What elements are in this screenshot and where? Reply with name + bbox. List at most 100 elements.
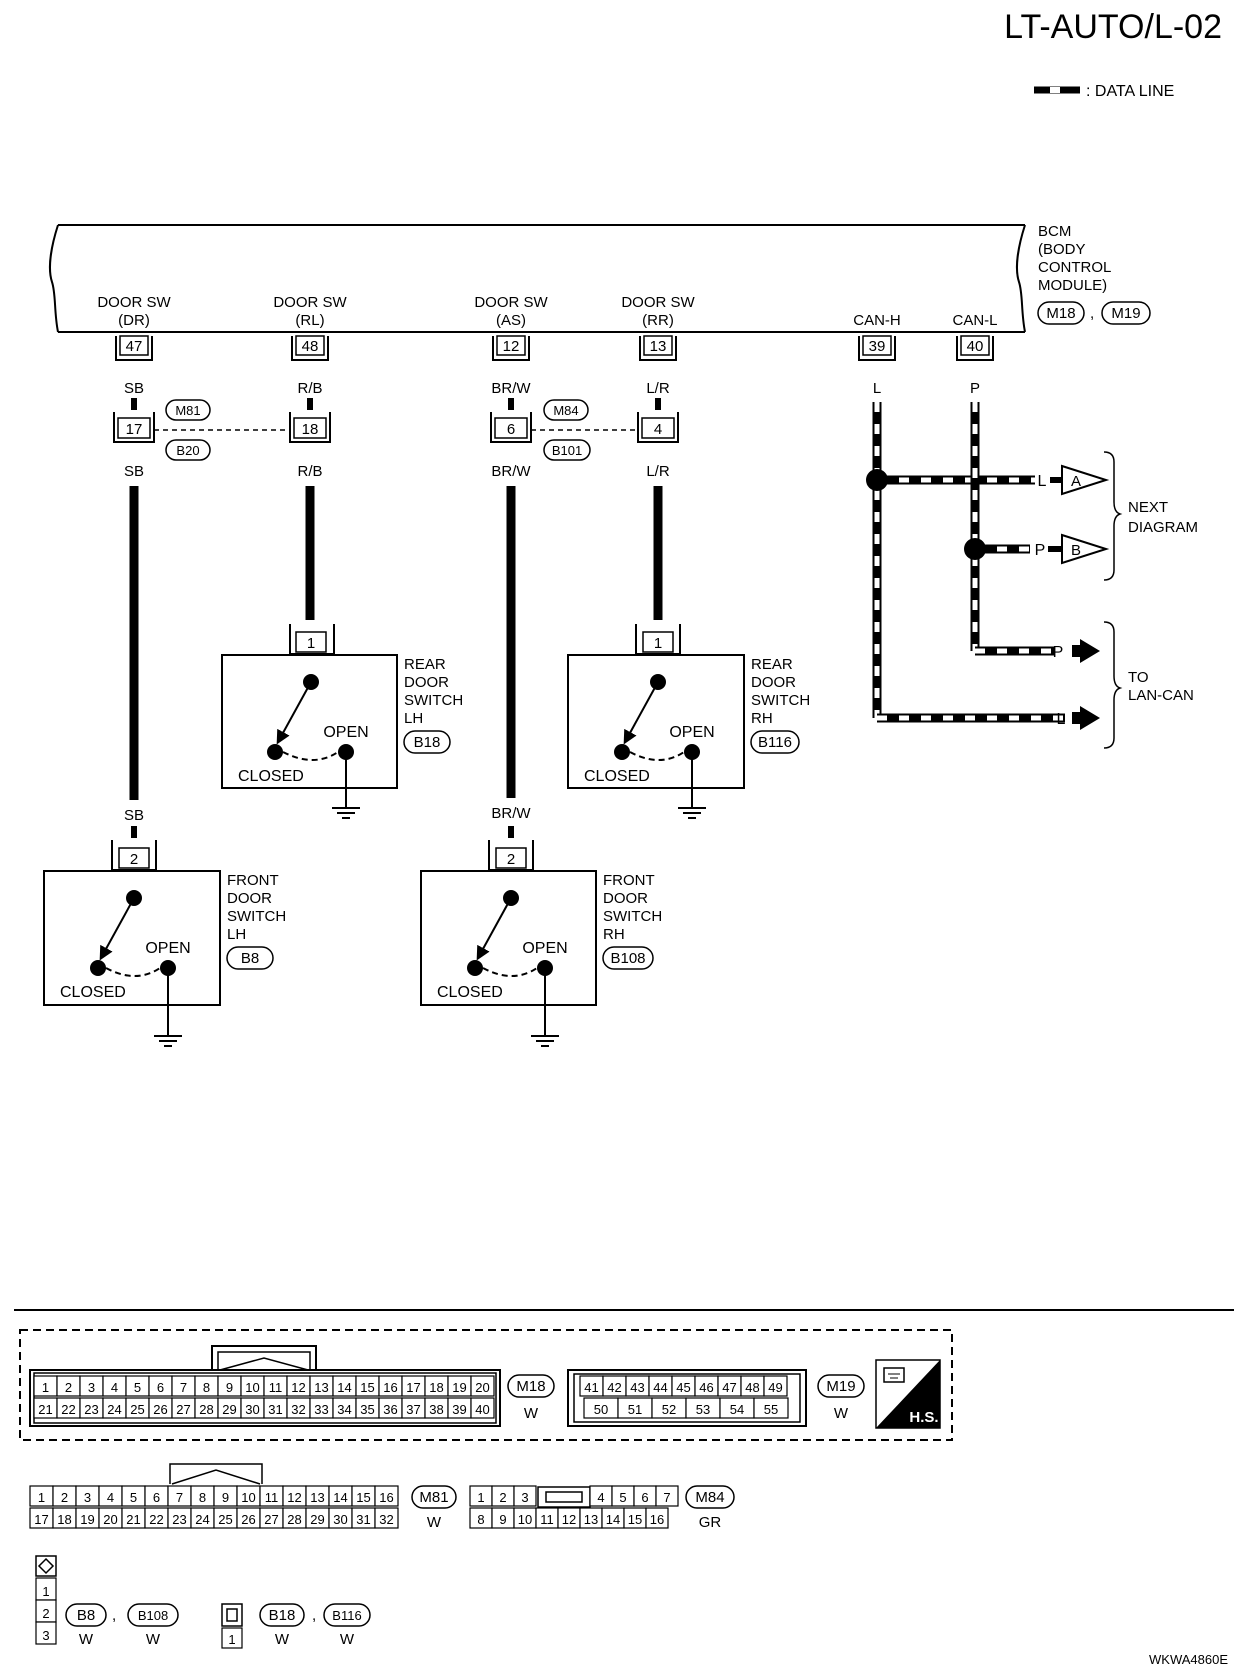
svg-text:REAR: REAR	[751, 656, 793, 673]
svg-text:DOOR: DOOR	[404, 674, 449, 691]
connector-pin-number: 4	[111, 1380, 118, 1395]
connector-pin-number: 16	[383, 1380, 397, 1395]
connector-pin-number: 2	[499, 1490, 506, 1505]
svg-text:1: 1	[654, 635, 662, 652]
connector-pin-number: 29	[310, 1512, 324, 1527]
connector-pin-number: 41	[584, 1380, 598, 1395]
wire-sb-mid: SB	[124, 463, 144, 480]
connector-pin-cell	[374, 1485, 399, 1507]
svg-text:OPEN: OPEN	[669, 724, 714, 741]
svg-text:(BODY: (BODY	[1038, 241, 1086, 258]
page-code: LT-AUTO/L-02	[1004, 8, 1222, 46]
connector-pin-number: 24	[107, 1402, 121, 1417]
wire-brw-mid: BR/W	[491, 463, 531, 480]
label-can-l: CAN-L	[952, 312, 997, 329]
harness-side-icon: H.S.	[875, 1359, 941, 1429]
connector-pin-number: 12	[291, 1380, 305, 1395]
svg-text:,: ,	[112, 1607, 116, 1624]
svg-text:TO: TO	[1128, 669, 1149, 686]
connector-pin-number: 55	[764, 1402, 778, 1417]
bcm-pin-13: 13	[639, 335, 677, 361]
connector-pin-number: 48	[745, 1380, 759, 1395]
svg-text:M84: M84	[695, 1489, 724, 1506]
next-diagram-bracket: NEXT DIAGRAM	[1103, 451, 1198, 581]
svg-text:M19: M19	[826, 1378, 855, 1395]
connector-pin-number: 5	[619, 1490, 626, 1505]
svg-text:DOOR: DOOR	[751, 674, 796, 691]
bcm-label: BCM (BODY CONTROL MODULE) M18 , M19	[1037, 223, 1151, 325]
front-door-switch-lh: 2 OPEN CLOSED FRONT DOOR SWITCH LH B8	[43, 840, 286, 1036]
svg-text:W: W	[79, 1631, 94, 1648]
connector-pin-number: 8	[477, 1512, 484, 1527]
can-h-data-line	[866, 402, 1065, 723]
bcm-pin-40: 40	[956, 335, 994, 361]
svg-text:MODULE): MODULE)	[1038, 277, 1107, 294]
connector-pin-number: 15	[360, 1380, 374, 1395]
connector-pin-number: 49	[768, 1380, 782, 1395]
svg-text:W: W	[834, 1405, 849, 1422]
svg-text:12: 12	[503, 338, 520, 355]
connector-pin-number: 14	[606, 1512, 620, 1527]
svg-text:SWITCH: SWITCH	[751, 692, 810, 709]
connector-pin-number: 29	[222, 1402, 236, 1417]
bcm-pin-39: 39	[858, 335, 896, 361]
connector-pin-cell	[470, 1375, 495, 1397]
connector-pin-number: 17	[406, 1380, 420, 1395]
connector-pin-number: 32	[379, 1512, 393, 1527]
svg-text:M81: M81	[175, 403, 200, 418]
data-line-legend: : DATA LINE	[1034, 83, 1174, 100]
connector-pin-cell	[221, 1627, 243, 1649]
svg-text:FRONT: FRONT	[603, 872, 655, 889]
svg-text:47: 47	[126, 338, 143, 355]
connector-pin-number: 54	[730, 1402, 744, 1417]
svg-text:CLOSED: CLOSED	[238, 768, 304, 785]
svg-text:18: 18	[302, 421, 319, 438]
connector-pin-cell	[513, 1485, 537, 1507]
connector-pin-cell	[753, 1397, 789, 1419]
b18-pins: 1	[221, 1627, 243, 1649]
connector-pin-number: 35	[360, 1402, 374, 1417]
connector-pin-number: 26	[241, 1512, 255, 1527]
svg-text:B101: B101	[552, 443, 582, 458]
connector-pin-number: 30	[245, 1402, 259, 1417]
connector-pin-cell	[645, 1507, 669, 1529]
connector-pin-number: 5	[130, 1490, 137, 1505]
label-door-sw-rl-2: (RL)	[295, 312, 324, 329]
connector-pin-number: 31	[356, 1512, 370, 1527]
connector-pin-number: 50	[594, 1402, 608, 1417]
connector-pin-number: 13	[314, 1380, 328, 1395]
connector-pin-number: 14	[337, 1380, 351, 1395]
connector-pin-number: 13	[310, 1490, 324, 1505]
svg-text:M19: M19	[1111, 305, 1140, 322]
connector-pin-number: 23	[84, 1402, 98, 1417]
connector-pin-cell	[763, 1375, 788, 1397]
lan-can-arrows: P L TO LAN-CAN	[1053, 621, 1194, 749]
off-page-connector-b: P B	[1035, 533, 1110, 565]
bcm-pin-47: 47	[115, 335, 153, 361]
wire-lr-top: L/R	[646, 380, 670, 397]
label-door-sw-as-2: (AS)	[496, 312, 526, 329]
connector-pin-number: 18	[57, 1512, 71, 1527]
svg-text:RH: RH	[751, 710, 773, 727]
svg-text:REAR: REAR	[404, 656, 446, 673]
connector-pin-number: 1	[228, 1632, 235, 1647]
bcm-pin-48: 48	[291, 335, 329, 361]
connector-pin-number: 4	[597, 1490, 604, 1505]
wire-lr-mid: L/R	[646, 463, 670, 480]
connector-pin-number: 27	[264, 1512, 278, 1527]
svg-text:P: P	[1053, 644, 1064, 661]
connector-pin-number: 13	[584, 1512, 598, 1527]
wire-brw-bottom: BR/W	[491, 805, 531, 822]
svg-text:48: 48	[302, 338, 319, 355]
connector-pin-number: 37	[406, 1402, 420, 1417]
wire-p-canl: P	[970, 380, 980, 397]
connector-pin-number: 43	[630, 1380, 644, 1395]
label-door-sw-dr-2: (DR)	[118, 312, 150, 329]
